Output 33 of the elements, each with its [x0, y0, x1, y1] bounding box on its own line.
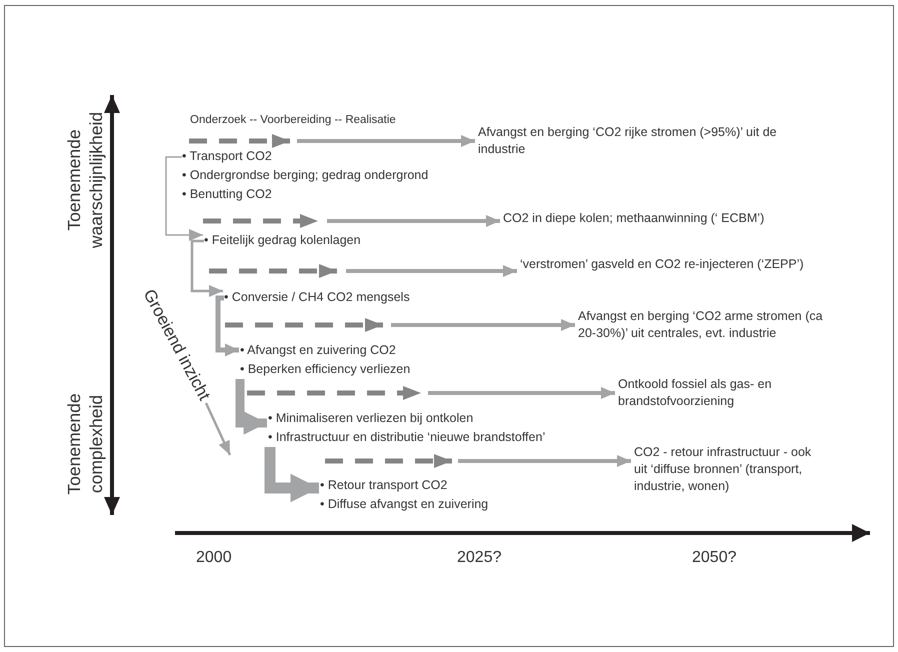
- outcome-text: CO2 - retour infrastructuur - ook uit ‘diffuse bronnen’ (transport, industrie, wonen): [634, 444, 822, 495]
- arrow: [346, 265, 517, 277]
- phase-label: Onderzoek -- Voorbereiding -- Realisatie: [190, 114, 396, 126]
- list-item: • Minimaliseren verliezen bij ontkolen: [268, 410, 474, 427]
- list-item: • Feitelijk gedrag kolenlagen: [204, 232, 361, 249]
- arrow: [297, 135, 475, 147]
- connector-arrow: [165, 156, 203, 241]
- year-label: 2025?: [457, 549, 502, 567]
- connector-arrow: [190, 240, 223, 297]
- list-item: • Afvangst en zuivering CO2: [240, 342, 397, 359]
- outcome-text: CO2 in diepe kolen; methaanwinning (‘ ECBM’): [503, 210, 883, 227]
- outcome-text: Afvangst en berging ‘CO2 arme stromen (ca 20-30%)’ uit centrales, evt. industrie: [578, 308, 828, 342]
- axis-label: Toenemende waarschijnlijkheid: [63, 110, 107, 250]
- list-item: • Diffuse afvangst en zuivering: [320, 496, 488, 513]
- arrow: [327, 215, 500, 227]
- arrow: [428, 387, 615, 399]
- axis-label: Toenemende complexheid: [63, 392, 107, 497]
- connector-arrow: [216, 296, 239, 356]
- list-item: • Infrastructuur en distributie ‘nieuwe brandstoffen’: [268, 429, 546, 446]
- list-item: • Ondergrondse berging; gedrag ondergrond: [182, 167, 428, 184]
- arrow: [391, 319, 575, 331]
- outcome-text: Ontkoold fossiel als gas- en brandstofvoorziening: [618, 376, 818, 410]
- year-label: 2000: [196, 549, 232, 567]
- list-item: • Conversie / CH4 CO2 mengsels: [224, 289, 410, 306]
- outcome-text: ‘verstromen’ gasveld en CO2 re-injecteren (‘ZEPP’): [520, 256, 820, 273]
- connector-arrow: [236, 379, 267, 435]
- list-item: • Beperken efficiency verliezen: [240, 361, 410, 378]
- year-label: 2050?: [692, 549, 736, 567]
- list-item: • Retour transport CO2: [320, 477, 448, 494]
- arrow: [458, 455, 631, 467]
- list-item: • Benutting CO2: [182, 186, 273, 203]
- outcome-text: Afvangst en berging ‘CO2 rijke stromen (>95%)’ uit de industrie: [478, 124, 783, 158]
- list-item: • Transport CO2: [182, 148, 273, 165]
